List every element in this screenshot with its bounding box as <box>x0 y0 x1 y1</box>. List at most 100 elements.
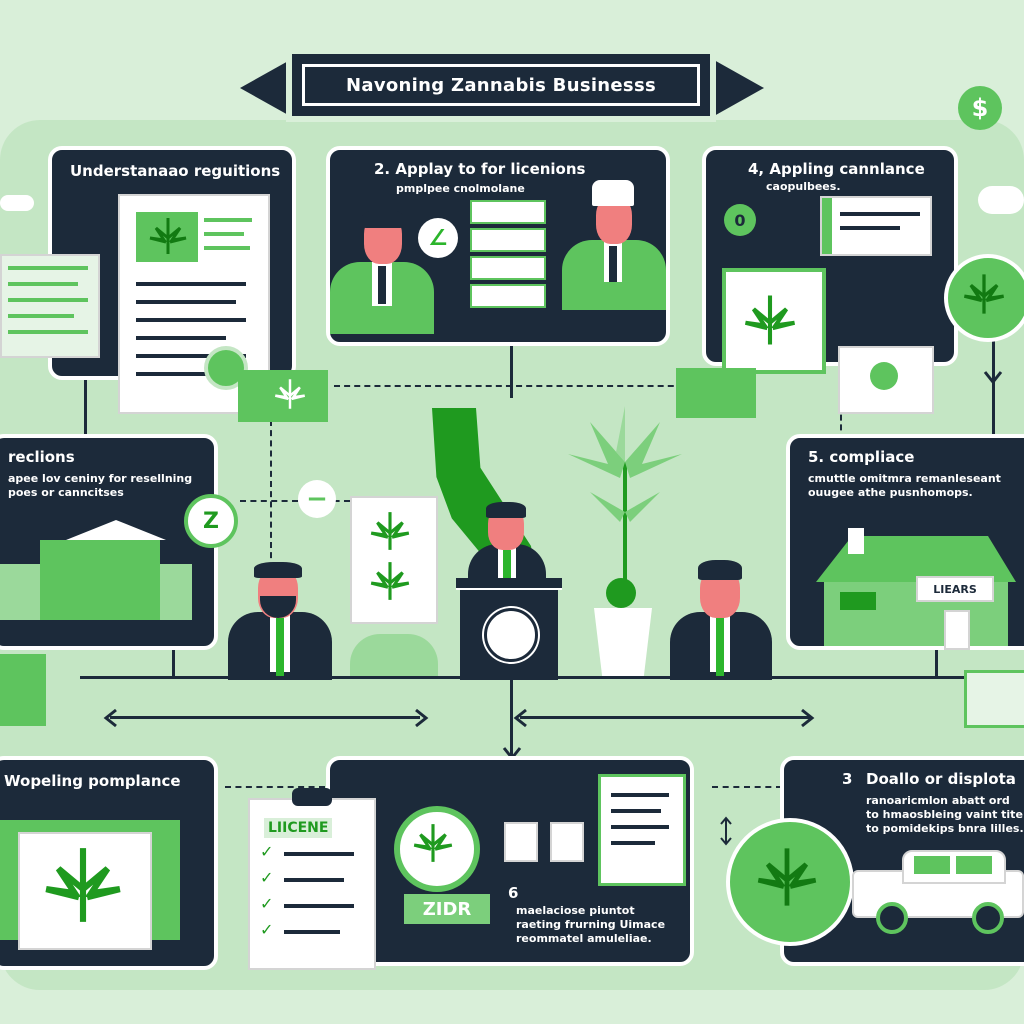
dashed-connector <box>240 500 350 502</box>
stack-item <box>470 228 546 252</box>
stack-item <box>470 256 546 280</box>
doc-line <box>204 218 252 222</box>
doc-line <box>840 226 900 230</box>
product-jars <box>504 822 588 862</box>
panel-subtext: pmplpee cnolmolane <box>396 182 525 195</box>
doc-line <box>136 300 236 304</box>
document-green <box>0 654 46 726</box>
person-hair <box>254 562 302 578</box>
panel-subtext: caopulbees. <box>766 180 841 193</box>
form-document <box>0 254 100 358</box>
panel-subtext: maelaciose piuntot raeting frurning Uima… <box>516 904 666 945</box>
dashed-connector <box>712 786 782 788</box>
check-badge-icon: ∠ <box>418 218 458 258</box>
checklist-line <box>284 930 340 934</box>
doc-line <box>611 841 655 845</box>
stack-item <box>470 200 546 224</box>
building-wing <box>160 564 192 620</box>
license-label: LIICENE <box>264 818 333 838</box>
doc-line <box>136 318 246 322</box>
doc-line <box>8 282 78 286</box>
doc-line <box>8 266 88 270</box>
cannabis-leaf-icon <box>370 512 410 550</box>
license-checklist: LIICENE ✓ ✓ ✓ ✓ <box>248 788 376 970</box>
ticket-card <box>676 368 756 418</box>
doc-line <box>204 232 244 236</box>
van-wheel <box>972 902 1004 934</box>
store-door <box>944 610 970 650</box>
dollar-icon: $ <box>958 86 1002 130</box>
chimney <box>848 528 864 554</box>
arrow-left-icon <box>103 708 117 728</box>
arrow-right-icon <box>415 708 429 728</box>
store-sign: LIEARS <box>916 576 994 602</box>
panel-heading: 4, Appling cannlance <box>748 160 925 178</box>
panel-heading: 2. Applay to for licenions <box>374 160 586 178</box>
person-hair <box>486 502 526 518</box>
arrow-down-icon <box>983 371 1003 385</box>
doc-line <box>8 314 74 318</box>
bush <box>350 634 438 676</box>
minus-icon: − <box>298 480 336 518</box>
dashed-connector <box>225 786 325 788</box>
building-roof <box>66 520 166 540</box>
panel-subtext: ranoaricmlon abatt ord to hmaosbleing va… <box>866 794 1024 835</box>
arrow-right-icon <box>801 708 815 728</box>
doc-line <box>8 330 88 334</box>
page-title: Navoning Zannabis Businesss <box>346 74 656 96</box>
tie <box>503 550 511 580</box>
person-hair <box>362 210 404 228</box>
cannabis-leaf-icon <box>149 218 187 254</box>
seal-icon <box>484 608 538 662</box>
report-clipboard <box>598 774 686 886</box>
stack-item <box>470 284 546 308</box>
notice-stripe <box>822 198 832 254</box>
connector-line <box>510 338 513 398</box>
connector-line <box>510 676 513 756</box>
building-wall <box>40 540 160 620</box>
cannabis-plant <box>568 406 682 602</box>
title-banner: Navoning Zannabis Businesss <box>286 48 716 122</box>
cannabis-leaf-icon <box>413 824 453 862</box>
connector-line <box>935 640 938 678</box>
zidr-tag: ZIDR <box>404 894 490 924</box>
dashed-connector <box>840 405 844 440</box>
panel-heading: 5. compliace <box>808 448 915 466</box>
clipboard <box>350 496 438 624</box>
title-ribbon-right <box>714 60 764 116</box>
checklist-line <box>284 878 344 882</box>
doc-line <box>611 809 661 813</box>
title-frame: Navoning Zannabis Businesss <box>302 64 700 106</box>
podium <box>456 578 562 680</box>
person-hair <box>698 560 742 580</box>
tie <box>609 246 617 282</box>
government-building <box>0 520 192 622</box>
zone-icon: Z <box>184 494 238 548</box>
connector-line <box>110 716 420 719</box>
updown-arrow-icon <box>720 816 732 846</box>
clip <box>292 788 332 806</box>
building-wing <box>0 564 40 620</box>
cloud-decoration <box>0 195 34 211</box>
title-ribbon-left <box>240 60 290 116</box>
cannabis-leaf-icon <box>274 379 306 409</box>
podium-top <box>456 578 562 590</box>
doc-line <box>136 354 246 358</box>
zidr-label: ZIDR <box>422 898 472 920</box>
doc-line <box>136 282 246 286</box>
check-icon: ✓ <box>260 894 274 913</box>
doc-line <box>840 212 920 216</box>
jar <box>550 822 584 862</box>
cannabis-leaf-icon <box>963 274 1005 314</box>
delivery-van <box>852 850 1024 934</box>
notice-card <box>820 196 932 256</box>
van-window <box>956 856 992 874</box>
chef-hat <box>592 180 634 206</box>
tie <box>716 616 724 676</box>
flower-pot <box>594 608 652 676</box>
van-wheel <box>876 902 908 934</box>
dashed-connector <box>270 420 272 670</box>
check-icon: ✓ <box>260 842 274 861</box>
checklist-line <box>284 904 354 908</box>
status-circle-icon: 0 <box>724 204 756 236</box>
